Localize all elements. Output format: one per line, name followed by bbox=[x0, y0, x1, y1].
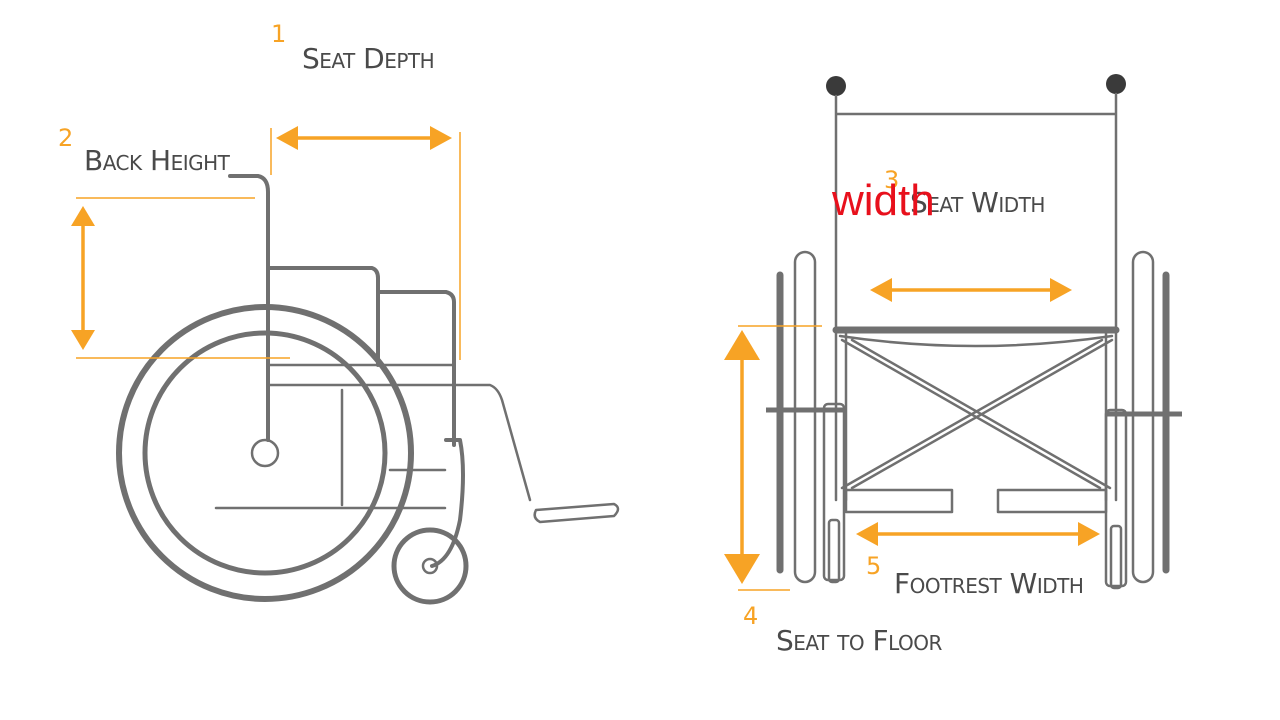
seat-width-number: 3 bbox=[884, 166, 899, 194]
frame-supports bbox=[214, 388, 447, 510]
rear-wheel-outer bbox=[116, 304, 414, 602]
right-handle-knob bbox=[1106, 74, 1126, 94]
seat-sling bbox=[838, 334, 1114, 348]
back-height-label: Back Height bbox=[84, 144, 231, 177]
left-caster bbox=[822, 402, 846, 582]
seat-to-floor-arrow bbox=[724, 330, 760, 584]
seat-back-cushion bbox=[266, 266, 380, 367]
cross-brace bbox=[840, 338, 1114, 490]
left-footplate bbox=[844, 488, 954, 514]
seat-width-label: Seat Width bbox=[910, 186, 1045, 219]
seat-cushion bbox=[376, 290, 456, 447]
left-handle-knob bbox=[826, 76, 846, 96]
caster-fork bbox=[430, 438, 465, 568]
back-height-arrow bbox=[71, 206, 95, 350]
footrest-width-arrow bbox=[856, 522, 1100, 546]
backrest-post bbox=[228, 174, 270, 442]
back-height-number: 2 bbox=[58, 124, 73, 152]
inner-uprights bbox=[834, 328, 1118, 502]
backrest-frame bbox=[834, 92, 1118, 332]
footrest-plate bbox=[533, 502, 620, 524]
left-rear-wheel bbox=[793, 250, 817, 584]
left-caster-wheel bbox=[827, 518, 841, 584]
seat-to-floor-number: 4 bbox=[743, 602, 758, 630]
seat-frame bbox=[266, 363, 532, 502]
right-footplate bbox=[996, 488, 1108, 514]
seat-depth-label: Seat Depth bbox=[302, 42, 434, 75]
rear-wheel-hub bbox=[250, 438, 280, 468]
rear-wheel-inner bbox=[142, 330, 388, 576]
side-view-wheelchair bbox=[116, 174, 620, 605]
seat-width-arrow bbox=[870, 278, 1072, 302]
right-rear-wheel bbox=[1131, 250, 1155, 584]
front-caster-wheel bbox=[391, 527, 469, 605]
seat-depth-arrow bbox=[276, 126, 452, 150]
seat-depth-number: 1 bbox=[271, 20, 286, 48]
footrest-width-number: 5 bbox=[866, 552, 881, 580]
footrest-width-label: Footrest Width bbox=[894, 567, 1083, 600]
front-view-guides bbox=[738, 325, 822, 591]
width-annotation: width bbox=[831, 176, 935, 225]
side-view-guides bbox=[76, 128, 461, 360]
seat-to-floor-label: Seat to Floor bbox=[776, 624, 943, 657]
right-caster-wheel bbox=[1109, 524, 1123, 590]
front-view-wheelchair bbox=[766, 74, 1182, 590]
caster-hub bbox=[421, 557, 439, 575]
